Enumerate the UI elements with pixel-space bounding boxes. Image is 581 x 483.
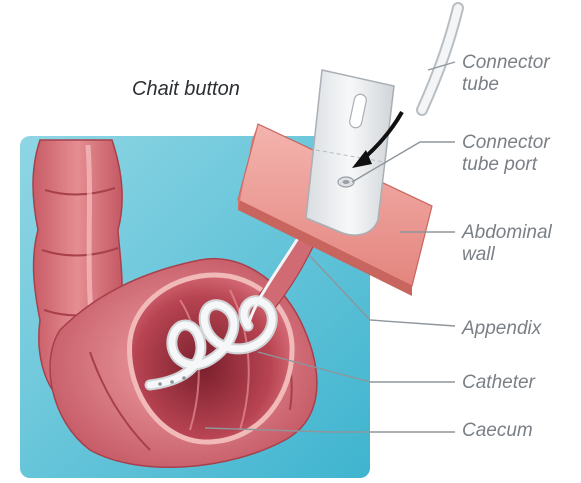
label-appendix: Appendix bbox=[462, 318, 541, 340]
label-abdominal-wall: Abdominal wall bbox=[462, 222, 552, 266]
diagram-title: Chait button bbox=[132, 78, 240, 101]
label-catheter: Catheter bbox=[462, 372, 535, 394]
connector-tube bbox=[422, 8, 458, 110]
label-caecum: Caecum bbox=[462, 420, 533, 442]
label-connector-tube-port: Connector tube port bbox=[462, 132, 550, 176]
label-connector-tube: Connector tube bbox=[462, 52, 550, 96]
